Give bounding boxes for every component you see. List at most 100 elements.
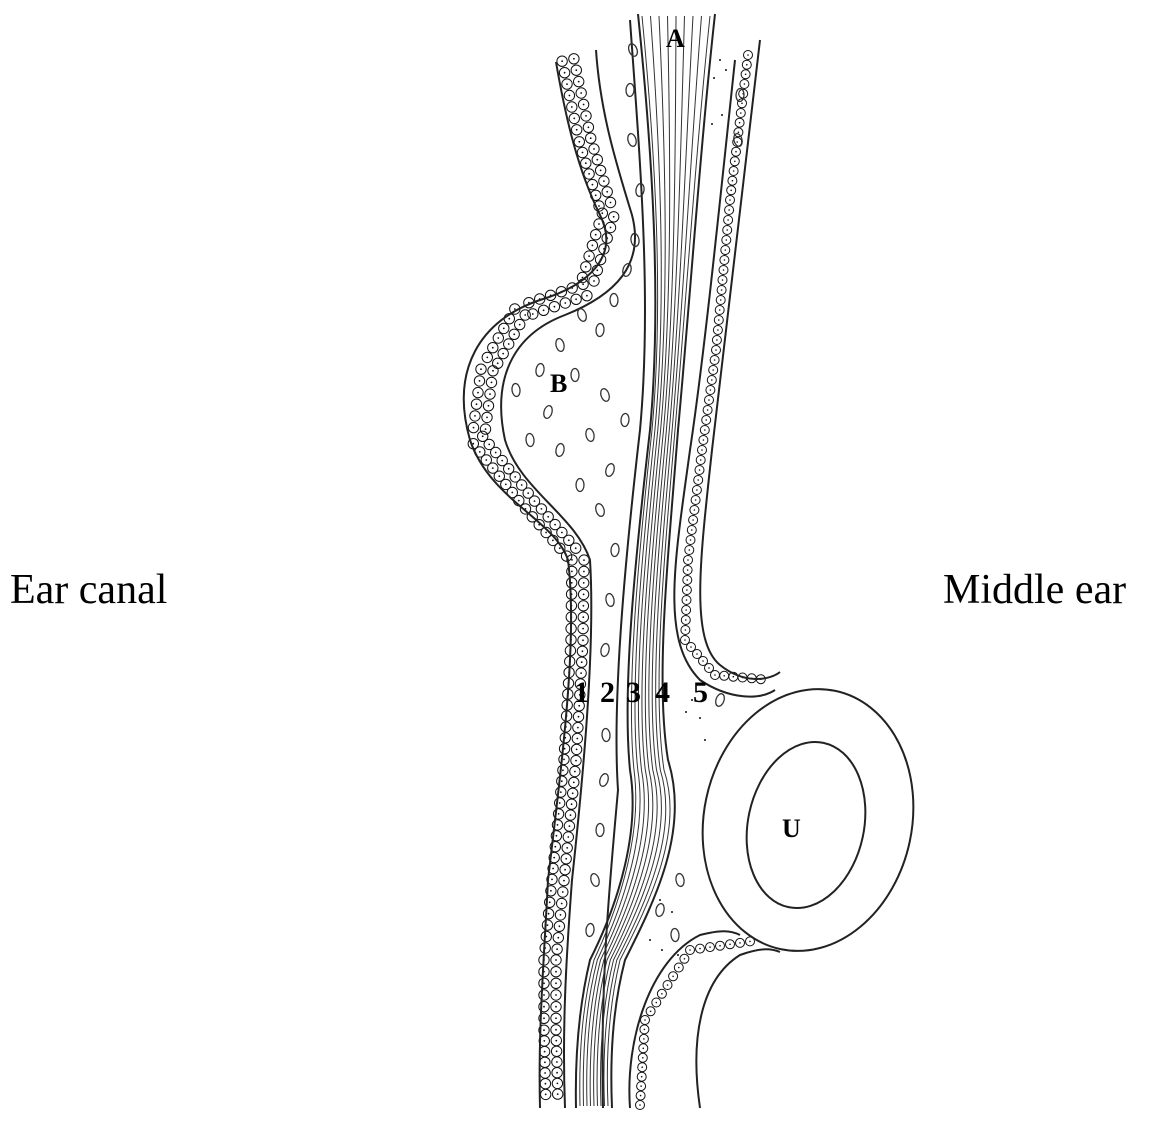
cell-nucleus-dot bbox=[575, 298, 577, 300]
tissue-nucleus bbox=[535, 363, 545, 377]
cell-nucleus-dot bbox=[501, 460, 503, 462]
layer-label-4: 4 bbox=[655, 676, 670, 709]
cell-nucleus-dot bbox=[554, 846, 556, 848]
cell-nucleus-dot bbox=[694, 509, 696, 511]
cell-nucleus-dot bbox=[555, 1017, 557, 1019]
cell-nucleus-dot bbox=[495, 452, 497, 454]
cell-nucleus-dot bbox=[613, 216, 615, 218]
tissue-nucleus bbox=[610, 293, 618, 306]
cell-nucleus-dot bbox=[550, 890, 552, 892]
cell-nucleus-dot bbox=[667, 984, 669, 986]
cell-nucleus-dot bbox=[722, 279, 724, 281]
cell-nucleus-dot bbox=[519, 324, 521, 326]
cell-nucleus-dot bbox=[642, 1057, 644, 1059]
region-u-label: U bbox=[782, 814, 801, 843]
tissue-nucleus bbox=[714, 693, 726, 708]
cell-nucleus-dot bbox=[592, 184, 594, 186]
cell-nucleus-dot bbox=[732, 180, 734, 182]
cell-nucleus-dot bbox=[524, 314, 526, 316]
cell-nucleus-dot bbox=[555, 971, 557, 973]
tissue-nucleus bbox=[599, 388, 611, 403]
cell-nucleus-dot bbox=[583, 605, 585, 607]
cell-nucleus-dot bbox=[641, 1066, 643, 1068]
cell-nucleus-dot bbox=[566, 83, 568, 85]
cell-nucleus-dot bbox=[704, 429, 706, 431]
cell-nucleus-dot bbox=[583, 559, 585, 561]
cell-nucleus-dot bbox=[739, 122, 741, 124]
cell-nucleus-dot bbox=[687, 559, 689, 561]
cell-nucleus-dot bbox=[736, 141, 738, 143]
cell-nucleus-dot bbox=[585, 115, 587, 117]
cell-nucleus-dot bbox=[719, 309, 721, 311]
cell-nucleus-dot bbox=[734, 161, 736, 163]
cell-nucleus-dot bbox=[728, 209, 730, 211]
cell-nucleus-dot bbox=[554, 524, 556, 526]
fibrous-layer-left bbox=[576, 14, 656, 1108]
cell-nucleus-dot bbox=[492, 370, 494, 372]
cell-nucleus-dot bbox=[721, 289, 723, 291]
cell-nucleus-dot bbox=[661, 993, 663, 995]
cell-nucleus-dot bbox=[545, 1083, 547, 1085]
cell-nucleus-dot bbox=[543, 1029, 545, 1031]
cell-nucleus-dot bbox=[575, 69, 577, 71]
cell-nucleus-dot bbox=[553, 857, 555, 859]
tissue-nucleus bbox=[576, 479, 584, 492]
cell-nucleus-dot bbox=[555, 1040, 557, 1042]
tissue-nucleus bbox=[594, 503, 605, 518]
cell-nucleus-dot bbox=[726, 239, 728, 241]
cell-nucleus-dot bbox=[571, 571, 573, 573]
stipple-dot bbox=[719, 59, 721, 61]
cell-nucleus-dot bbox=[556, 835, 558, 837]
layer-label-1: 1 bbox=[574, 676, 589, 709]
cell-nucleus-dot bbox=[486, 357, 488, 359]
cell-nucleus-dot bbox=[555, 982, 557, 984]
cell-nucleus-dot bbox=[560, 914, 562, 916]
stipple-dot bbox=[704, 739, 706, 741]
cell-nucleus-dot bbox=[570, 814, 572, 816]
cell-nucleus-dot bbox=[563, 759, 565, 761]
cell-nucleus-dot bbox=[472, 443, 474, 445]
cell-nucleus-dot bbox=[543, 1040, 545, 1042]
cell-nucleus-dot bbox=[692, 519, 694, 521]
tissue-nucleus bbox=[576, 308, 588, 323]
cell-nucleus-dot bbox=[556, 1061, 558, 1063]
cell-nucleus-dot bbox=[588, 126, 590, 128]
cell-nucleus-dot bbox=[699, 948, 701, 950]
cell-nucleus-dot bbox=[705, 419, 707, 421]
cell-nucleus-dot bbox=[582, 616, 584, 618]
cell-nucleus-dot bbox=[479, 380, 481, 382]
cell-nucleus-dot bbox=[473, 427, 475, 429]
tissue-nucleus bbox=[675, 873, 685, 887]
cell-nucleus-dot bbox=[712, 369, 714, 371]
cell-nucleus-dot bbox=[585, 162, 587, 164]
cell-nucleus-dot bbox=[502, 353, 504, 355]
cell-nucleus-dot bbox=[582, 639, 584, 641]
cell-nucleus-dot bbox=[562, 769, 564, 771]
cell-nucleus-dot bbox=[582, 152, 584, 154]
cell-nucleus-dot bbox=[555, 1006, 557, 1008]
mucosa-lower-inner-edge bbox=[629, 931, 740, 1108]
cell-nucleus-dot bbox=[582, 650, 584, 652]
layer-label-5: 5 bbox=[693, 676, 708, 709]
cell-nucleus-dot bbox=[552, 868, 554, 870]
ear-canal-label: Ear canal bbox=[10, 566, 167, 614]
cell-nucleus-dot bbox=[477, 392, 479, 394]
cell-nucleus-dot bbox=[521, 484, 523, 486]
layer-label-3: 3 bbox=[626, 676, 641, 709]
cell-nucleus-dot bbox=[573, 118, 575, 120]
tissue-nucleus bbox=[511, 383, 521, 397]
stipple-dot bbox=[677, 954, 679, 956]
tissue-nucleus bbox=[627, 133, 638, 148]
cell-nucleus-dot bbox=[697, 479, 699, 481]
cell-nucleus-dot bbox=[590, 137, 592, 139]
cell-nucleus-dot bbox=[498, 475, 500, 477]
cell-nucleus-dot bbox=[567, 836, 569, 838]
cell-nucleus-dot bbox=[733, 170, 735, 172]
cell-nucleus-dot bbox=[581, 661, 583, 663]
cell-nucleus-dot bbox=[733, 676, 735, 678]
cell-nucleus-dot bbox=[720, 299, 722, 301]
cell-nucleus-dot bbox=[583, 104, 585, 106]
cell-nucleus-dot bbox=[576, 749, 578, 751]
cell-nucleus-dot bbox=[556, 948, 558, 950]
